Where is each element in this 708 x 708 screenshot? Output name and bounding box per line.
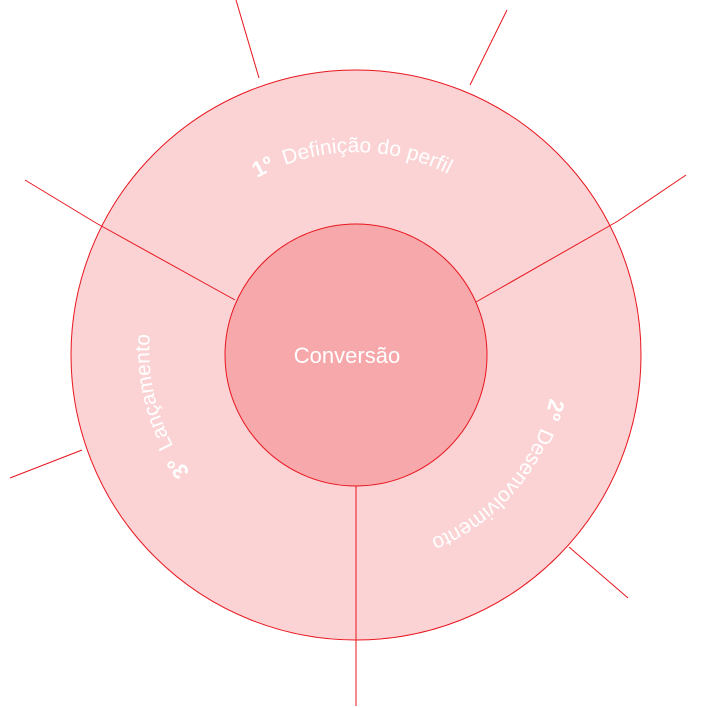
segment-divider [475, 220, 619, 303]
spoke-line [9, 449, 83, 479]
spoke-line [235, 0, 260, 79]
spoke-line [24, 179, 97, 224]
spoke-line [617, 174, 687, 222]
spoke-line [469, 9, 508, 86]
spoke-line [568, 546, 629, 599]
center-circle [224, 223, 488, 487]
segment-divider [95, 222, 236, 301]
center-label: Conversão [294, 343, 400, 368]
